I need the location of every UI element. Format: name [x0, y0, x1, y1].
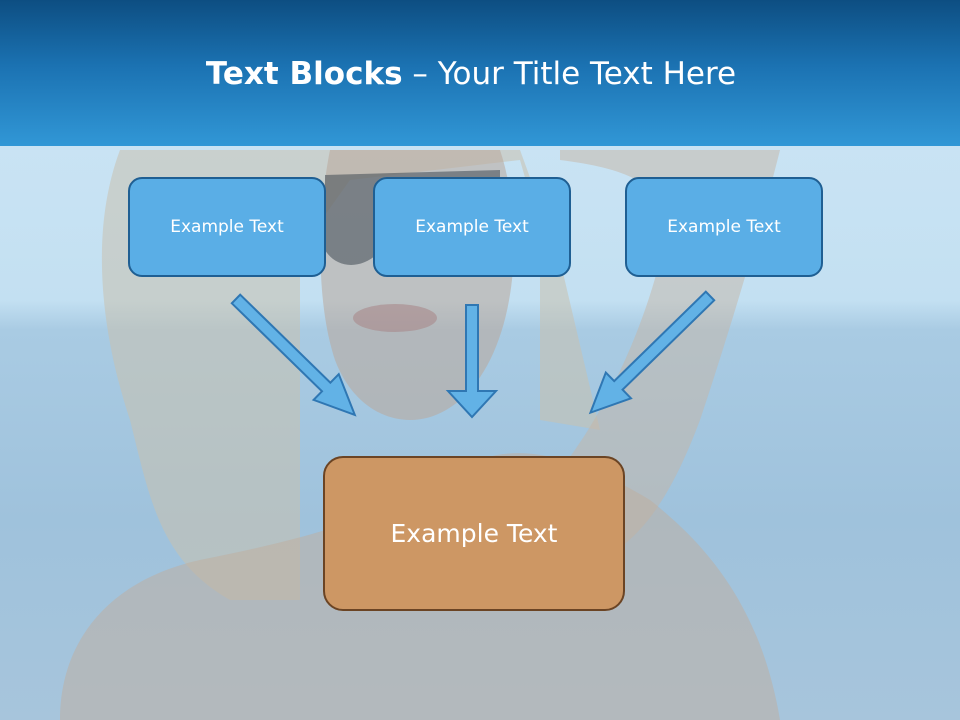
text-block-1[interactable]: Example Text [128, 177, 326, 277]
arrow-right [588, 290, 716, 415]
text-block-3[interactable]: Example Text [625, 177, 823, 277]
slide-title: Text Blocks – Your Title Text Here [0, 52, 942, 96]
arrow-center [445, 304, 499, 419]
title-dash: – [402, 56, 438, 92]
title-bar: Text Blocks – Your Title Text Here [0, 0, 960, 146]
title-bold: Text Blocks [205, 56, 403, 92]
title-rest: Your Title Text Here [437, 56, 737, 92]
bg-lips [353, 304, 437, 332]
text-block-main[interactable]: Example Text [323, 456, 625, 611]
arrow-left [230, 293, 357, 417]
text-block-2[interactable]: Example Text [373, 177, 571, 277]
